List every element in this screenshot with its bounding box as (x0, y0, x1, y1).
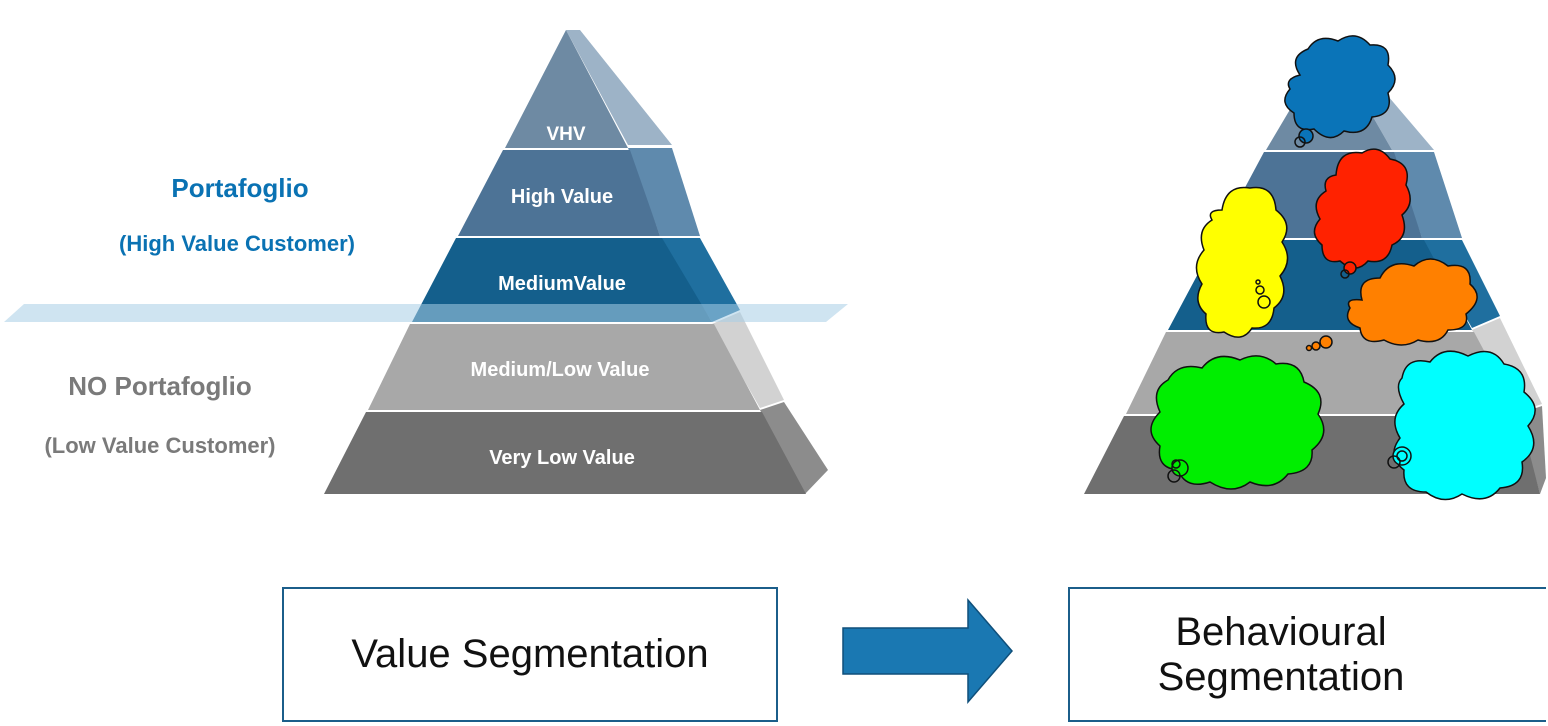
pyramid-tier-high (458, 150, 660, 236)
portfolio-title: Portafoglio (171, 173, 308, 203)
tier-label-medium-low-value: Medium/Low Value (471, 359, 650, 381)
pyramid-tier-medium (412, 238, 712, 322)
pyramid-tier-vhv (505, 30, 628, 148)
value-segmentation-label: Value Segmentation (351, 632, 709, 677)
thought-bubble-orange (1305, 258, 1478, 352)
pyramid2-side-high (1392, 152, 1462, 238)
portfolio-labels: Portafoglio (High Value Customer) NO Por… (44, 173, 354, 458)
behavioural-segmentation-label: Behavioural Segmentation (1157, 609, 1405, 699)
thought-bubble-yellow (1195, 186, 1289, 338)
pyramid-tier-very-low (324, 412, 806, 494)
pyramid-side-medium (660, 238, 740, 322)
value-pyramid: VHV High Value MediumValue Medium/Low Va… (4, 30, 848, 494)
pyramid-tier-medium-low (368, 324, 760, 410)
no-portfolio-title: NO Portafoglio (68, 371, 251, 401)
right-arrow-icon (842, 597, 1013, 705)
no-portfolio-subtitle: (Low Value Customer) (44, 433, 275, 458)
tier-label-vhv: VHV (546, 124, 585, 145)
portfolio-cut-plane (4, 304, 848, 322)
thought-bubble-green (1150, 355, 1325, 490)
pyramid-side-high (628, 148, 700, 236)
pyramid-side-medium-low (712, 312, 784, 408)
tier-label-very-low-value: Very Low Value (489, 447, 635, 469)
pyramid-side-very-low (760, 402, 828, 494)
behavioural-segmentation-box: Behavioural Segmentation (1068, 587, 1546, 722)
pyramid-side-vhv (566, 30, 672, 145)
thought-bubble-cyan (1387, 350, 1536, 501)
thought-bubble-red (1313, 148, 1411, 279)
portfolio-subtitle: (High Value Customer) (119, 231, 355, 256)
tier-label-medium-value: MediumValue (498, 273, 626, 295)
tier-label-high-value: High Value (511, 186, 613, 208)
value-segmentation-box: Value Segmentation (282, 587, 778, 722)
thought-bubble-blue (1284, 35, 1396, 148)
